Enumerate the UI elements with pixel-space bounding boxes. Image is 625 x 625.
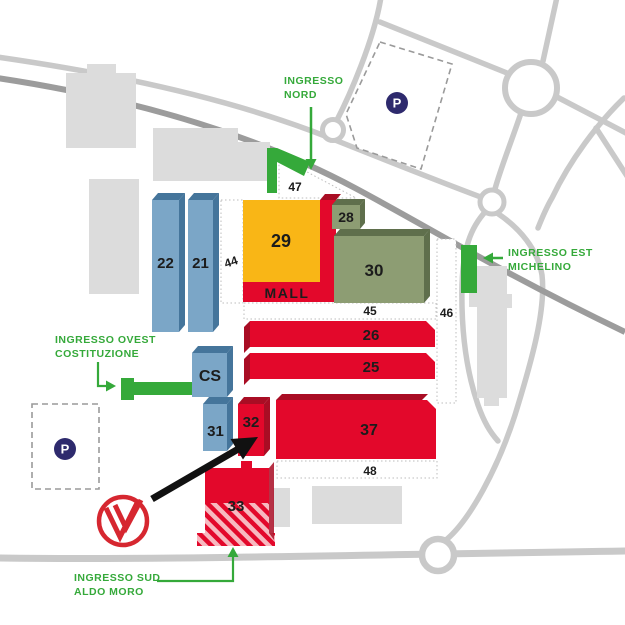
building-northwest (66, 64, 136, 148)
pavilion-31-label: 31 (207, 423, 224, 440)
entrance-sud-label-2: ALDO MORO (74, 586, 144, 598)
road-roundabout-east (554, 94, 625, 136)
entrance-ovest-label-2: COSTITUZIONE (55, 348, 139, 360)
pavilion-25-label: 25 (363, 359, 380, 376)
pavilion-21-label: 21 (192, 255, 209, 272)
v-logo-marker (96, 494, 150, 548)
building-south-small (273, 488, 290, 527)
pavilion-33-label: 33 (228, 498, 245, 515)
building-west (89, 179, 139, 294)
entrance-est-label-2: MICHELINO (508, 261, 571, 273)
entrance-est-marker[interactable] (461, 245, 477, 293)
road-diagonal-ne (535, 95, 625, 231)
parking-north[interactable]: P (345, 41, 453, 171)
road-roundabout-south (492, 110, 524, 192)
pavilion-22-label: 22 (157, 255, 174, 272)
entrance-ovest-bar[interactable] (121, 378, 196, 400)
parking-icon (386, 92, 408, 114)
entrance-est-label-1: INGRESSO EST (508, 247, 593, 259)
parking-letter: P (393, 96, 402, 111)
mall-block[interactable]: 29 MALL (243, 194, 341, 302)
entrance-ovest-label-1: INGRESSO OVEST (55, 334, 156, 346)
pavilion-37[interactable]: 37 (276, 394, 436, 459)
roundabout-northeast-large (502, 59, 560, 117)
pavilion-30-label: 30 (365, 261, 384, 280)
location-pointer-arrow (150, 437, 258, 503)
area-46-label: 46 (440, 306, 454, 320)
pavilion-29-area[interactable] (243, 200, 320, 282)
pavilion-21[interactable]: 21 (188, 193, 219, 332)
pavilion-22[interactable]: 22 (152, 193, 185, 332)
pavilion-30[interactable]: 30 (334, 229, 430, 303)
road-inner-south (459, 208, 501, 444)
surrounding-buildings (66, 64, 512, 527)
entrance-sud-arrow (157, 547, 239, 583)
parking-icon (54, 438, 76, 460)
area-44-label: 44 (222, 253, 239, 271)
area-48-label: 48 (363, 464, 377, 478)
roundabout-east (477, 187, 507, 217)
area-48[interactable] (276, 460, 438, 479)
road-network (0, 0, 625, 563)
pavilion-cs-label: CS (199, 368, 222, 385)
pavilion-37-label: 37 (360, 422, 378, 439)
building-south (312, 486, 402, 524)
pavilion-29-label: 29 (271, 231, 291, 251)
pavilion-33[interactable]: 33 (197, 461, 275, 546)
roundabout-north (320, 117, 346, 143)
pavilion-28-label: 28 (338, 209, 354, 225)
entrance-nord-label-2: NORD (284, 89, 317, 101)
road-east-curve (443, 210, 546, 543)
pavilion-32-label: 32 (243, 414, 260, 431)
road-north-vertical (333, 0, 384, 125)
roundabout-south (418, 535, 458, 575)
roundabouts (320, 59, 560, 575)
parking-letter: P (61, 442, 70, 457)
entrance-est-arrow (483, 252, 503, 264)
service-strips (220, 156, 457, 479)
parking-west[interactable]: P (31, 403, 100, 490)
building-east-complex (469, 266, 512, 406)
area-45[interactable] (243, 302, 437, 320)
area-45-label: 45 (363, 304, 377, 318)
road-bottom-horizontal (0, 547, 625, 563)
building-north-mid (153, 128, 270, 181)
entrance-nord-label-1: INGRESSO (284, 75, 343, 87)
pavilion-25[interactable]: 25 (244, 353, 435, 385)
road-parking-top (377, 19, 510, 76)
road-diagonal-branch (593, 125, 625, 178)
area-44[interactable] (220, 199, 244, 304)
pavilion-cs[interactable]: CS (192, 346, 233, 397)
entrance-sud-label-1: INGRESSO SUD (74, 572, 161, 584)
area-46[interactable] (436, 238, 457, 404)
road-top-edge (540, 0, 560, 64)
entrance-nord-arrow (305, 107, 317, 170)
entrance-nord-marker[interactable] (267, 148, 310, 193)
mall-label: MALL (265, 285, 310, 301)
pavilion-26-label: 26 (363, 327, 380, 344)
area-47-label: 47 (288, 180, 302, 194)
pavilion-28[interactable]: 28 (332, 199, 365, 229)
pavilion-31[interactable]: 31 (203, 397, 233, 451)
entrance-ovest-arrow (96, 362, 116, 392)
pavilion-26[interactable]: 26 (244, 321, 435, 353)
mall-red-area (243, 200, 336, 302)
